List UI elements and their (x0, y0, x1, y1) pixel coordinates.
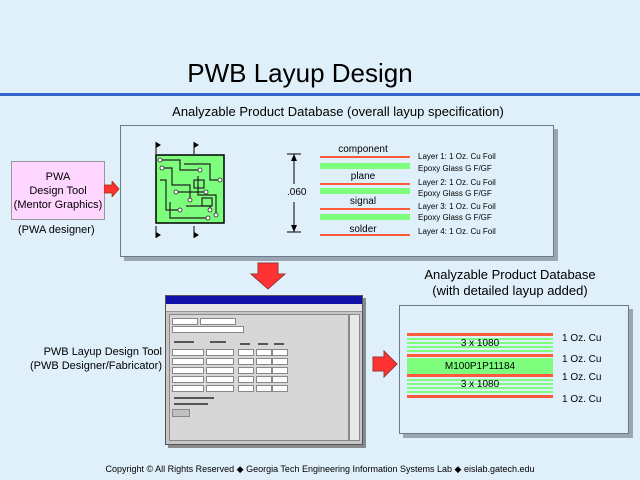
layer-spec-5: Layer 3: 1 Oz. Cu Foil (418, 202, 496, 211)
tool-caption-line2: (PWB Designer/Fabricator) (29, 360, 162, 372)
layup-tool-screenshot (165, 295, 363, 445)
thickness-dimension (287, 153, 301, 233)
layer-spec-1: Layer 1: 1 Oz. Cu Foil (418, 152, 496, 161)
right-arrow-icon (372, 350, 398, 378)
copper-layer-4 (320, 234, 410, 236)
detail-copper-3 (407, 374, 553, 377)
detail-copper-2 (407, 354, 553, 357)
glass-band-3 (320, 214, 410, 220)
copper-layer-1 (320, 156, 410, 158)
tool-caption-line1: PWB Layup Design Tool (43, 346, 162, 358)
screenshot-form-area (169, 314, 349, 441)
detail-core-label: M100P1P11184 (444, 361, 516, 372)
layer-spec-6: Epoxy Glass G F/GF (418, 213, 492, 222)
detail-caption: Analyzable Product Database (with detail… (395, 267, 625, 299)
pwa-tool-line2: Design Tool (29, 184, 87, 197)
right-arrow-icon (104, 181, 120, 197)
top-caption: Analyzable Product Database (overall lay… (172, 104, 504, 119)
circuit-board-icon (155, 142, 225, 238)
screenshot-title-bar (166, 296, 362, 304)
cu-label-3: 1 Oz. Cu (562, 372, 602, 383)
layer-spec-2: Epoxy Glass G F/GF (418, 164, 492, 173)
page-title: PWB Layup Design (187, 58, 413, 88)
glass-band-2 (320, 188, 410, 194)
detail-copper-1 (407, 333, 553, 336)
footer-copyright: Copyright © All Rights Reserved ◆ Georgi… (105, 464, 535, 474)
layer-spec-4: Epoxy Glass G F/GF (418, 189, 492, 198)
layer-name-component: component (338, 144, 388, 155)
down-arrow-icon (250, 262, 286, 290)
layer-name-signal: signal (349, 196, 377, 207)
detail-copper-4 (407, 395, 553, 398)
screenshot-menu-bar (166, 304, 362, 312)
layer-spec-7: Layer 4: 1 Oz. Cu Foil (418, 227, 496, 236)
detail-core (407, 358, 553, 374)
cu-label-1: 1 Oz. Cu (562, 333, 602, 344)
detail-caption-line1: Analyzable Product Database (424, 267, 596, 282)
screenshot-scrollbar (349, 314, 360, 441)
thickness-value: .060 (287, 187, 307, 198)
copper-layer-3 (320, 208, 410, 210)
detail-glass-1 (407, 337, 553, 353)
detail-glass-2 (407, 378, 553, 394)
copper-layer-2 (320, 183, 410, 185)
cu-label-2: 1 Oz. Cu (562, 354, 602, 365)
pwa-tool-line1: PWA (45, 170, 71, 183)
title-rule (0, 93, 640, 96)
detail-glass-2-label: 3 x 1080 (460, 379, 500, 390)
pwa-tool-line3: (Mentor Graphics) (13, 198, 103, 211)
detail-glass-1-label: 3 x 1080 (460, 338, 500, 349)
cu-label-4: 1 Oz. Cu (562, 394, 602, 405)
pwa-designer-label: (PWA designer) (18, 224, 95, 236)
tool-caption: PWB Layup Design Tool (PWB Designer/Fabr… (10, 345, 162, 373)
glass-band-1 (320, 163, 410, 169)
detail-caption-line2: (with detailed layup added) (432, 283, 588, 298)
pwa-design-tool-box: PWA Design Tool (Mentor Graphics) (11, 161, 105, 220)
layer-spec-3: Layer 2: 1 Oz. Cu Foil (418, 178, 496, 187)
layer-name-solder: solder (349, 224, 377, 235)
layer-name-plane: plane (350, 171, 376, 182)
